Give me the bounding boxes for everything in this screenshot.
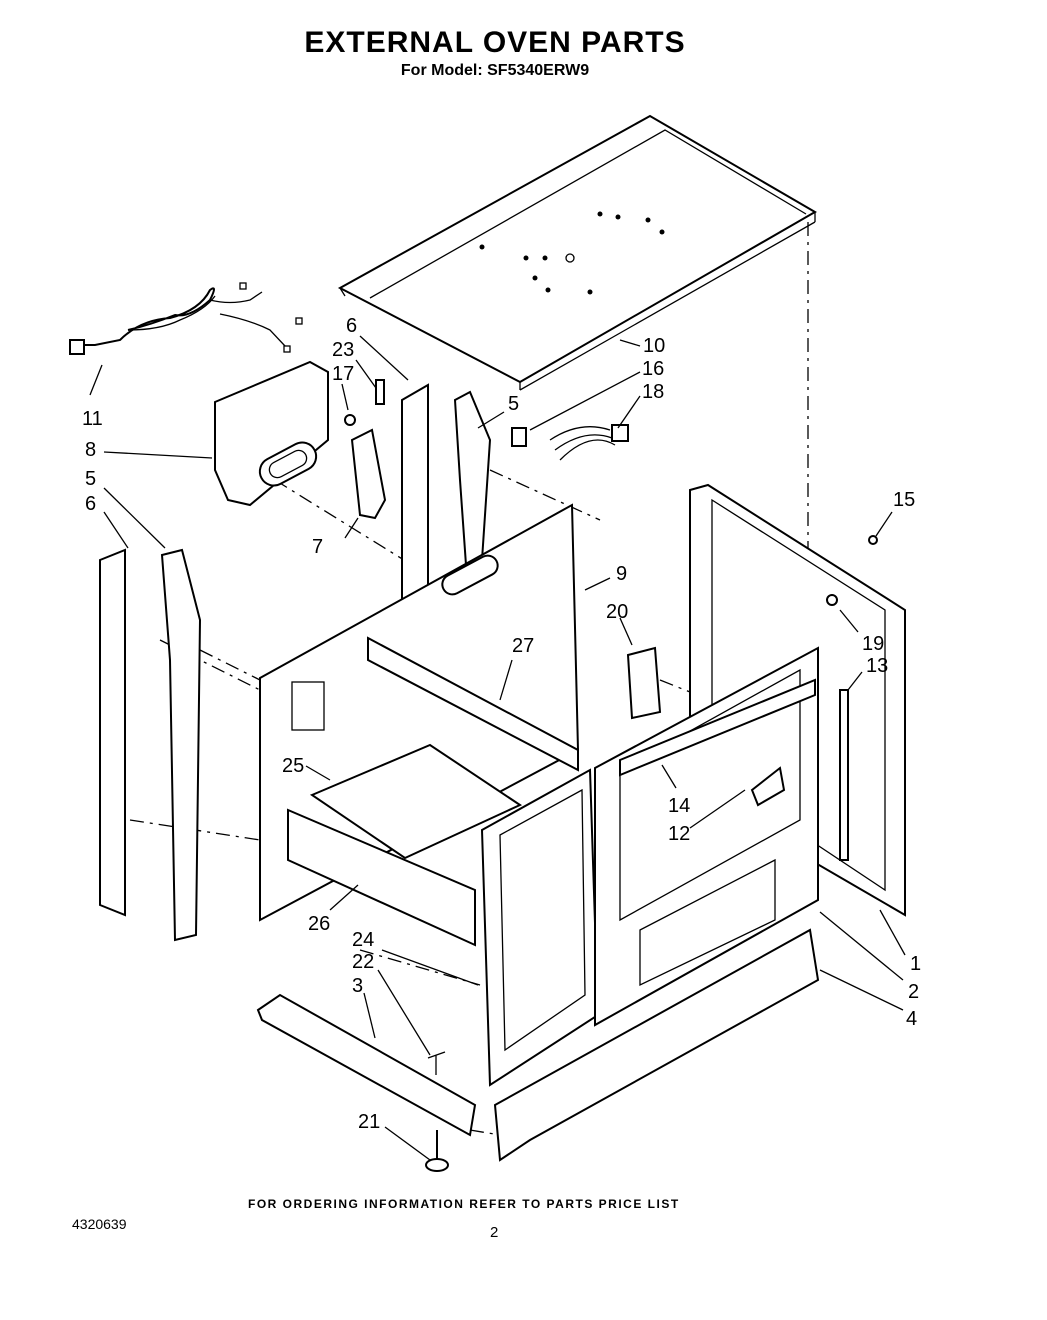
front-panel-part-2 <box>594 646 819 1027</box>
page-title: EXTERNAL OVEN PARTS <box>304 26 686 59</box>
callout-8: 8 <box>85 439 96 461</box>
bracket-part-12 <box>750 766 786 807</box>
front-frame-part-24 <box>480 768 600 1087</box>
rear-rail-part-5 <box>453 390 492 567</box>
power-cord-part <box>69 282 303 355</box>
grommet-part-16 <box>511 427 527 447</box>
top-panel-part <box>337 114 817 391</box>
callout-13: 13 <box>866 655 888 677</box>
callout-2: 2 <box>908 981 919 1003</box>
left-rail-part-6 <box>99 548 126 917</box>
callout-labels: 1 2 3 4 5 5 6 6 7 8 9 10 11 12 13 14 15 … <box>82 315 921 1133</box>
callout-5-rear: 5 <box>508 393 519 415</box>
clip-part-19 <box>826 594 838 606</box>
callout-5-left: 5 <box>85 468 96 490</box>
brace-part-14 <box>619 678 816 777</box>
callout-1: 1 <box>910 953 921 975</box>
callout-24: 24 <box>352 929 374 951</box>
left-rail-part-5 <box>160 548 202 942</box>
clip-part-22 <box>427 1051 446 1075</box>
screw-part-17 <box>344 414 356 426</box>
leveling-leg-part-21 <box>425 1130 449 1172</box>
callout-21: 21 <box>358 1111 380 1133</box>
callout-6-rear: 6 <box>346 315 357 337</box>
callout-7: 7 <box>312 536 323 558</box>
rear-rail-part-6 <box>401 383 429 602</box>
strip-part-13 <box>839 689 849 861</box>
callout-6-left: 6 <box>85 493 96 515</box>
callout-25: 25 <box>282 755 304 777</box>
callout-16: 16 <box>642 358 664 380</box>
callout-18: 18 <box>642 381 664 403</box>
callout-22: 22 <box>352 951 374 973</box>
bracket-part-20 <box>626 646 662 720</box>
callout-17: 17 <box>332 363 354 385</box>
base-rail-part-4 <box>493 928 820 1162</box>
clip-part-23 <box>375 379 385 405</box>
callout-15: 15 <box>893 489 915 511</box>
page-number: 2 <box>490 1224 499 1241</box>
screw-part-15 <box>868 535 878 545</box>
callout-27: 27 <box>512 635 534 657</box>
callout-3: 3 <box>352 975 363 997</box>
document-number: 4320639 <box>72 1216 127 1232</box>
wire-harness-part-18 <box>549 426 616 461</box>
connector-part-18 <box>611 424 629 442</box>
callout-26: 26 <box>308 913 330 935</box>
callout-9: 9 <box>616 563 627 585</box>
callout-19: 19 <box>862 633 884 655</box>
callout-10: 10 <box>643 335 665 357</box>
callout-12: 12 <box>668 823 690 845</box>
callout-4: 4 <box>906 1008 917 1030</box>
ordering-note: FOR ORDERING INFORMATION REFER TO PARTS … <box>248 1197 680 1211</box>
bottom-rail-part-3 <box>256 993 477 1137</box>
model-subtitle: For Model: SF5340ERW9 <box>400 62 590 79</box>
cabinet-left-side <box>259 503 580 947</box>
callout-20: 20 <box>606 601 628 623</box>
callout-23: 23 <box>332 339 354 361</box>
callout-11: 11 <box>82 408 103 430</box>
callout-14: 14 <box>668 795 690 817</box>
bracket-part-7 <box>350 428 387 520</box>
burner-box-part <box>214 360 329 507</box>
callout-leaders <box>89 335 906 1161</box>
